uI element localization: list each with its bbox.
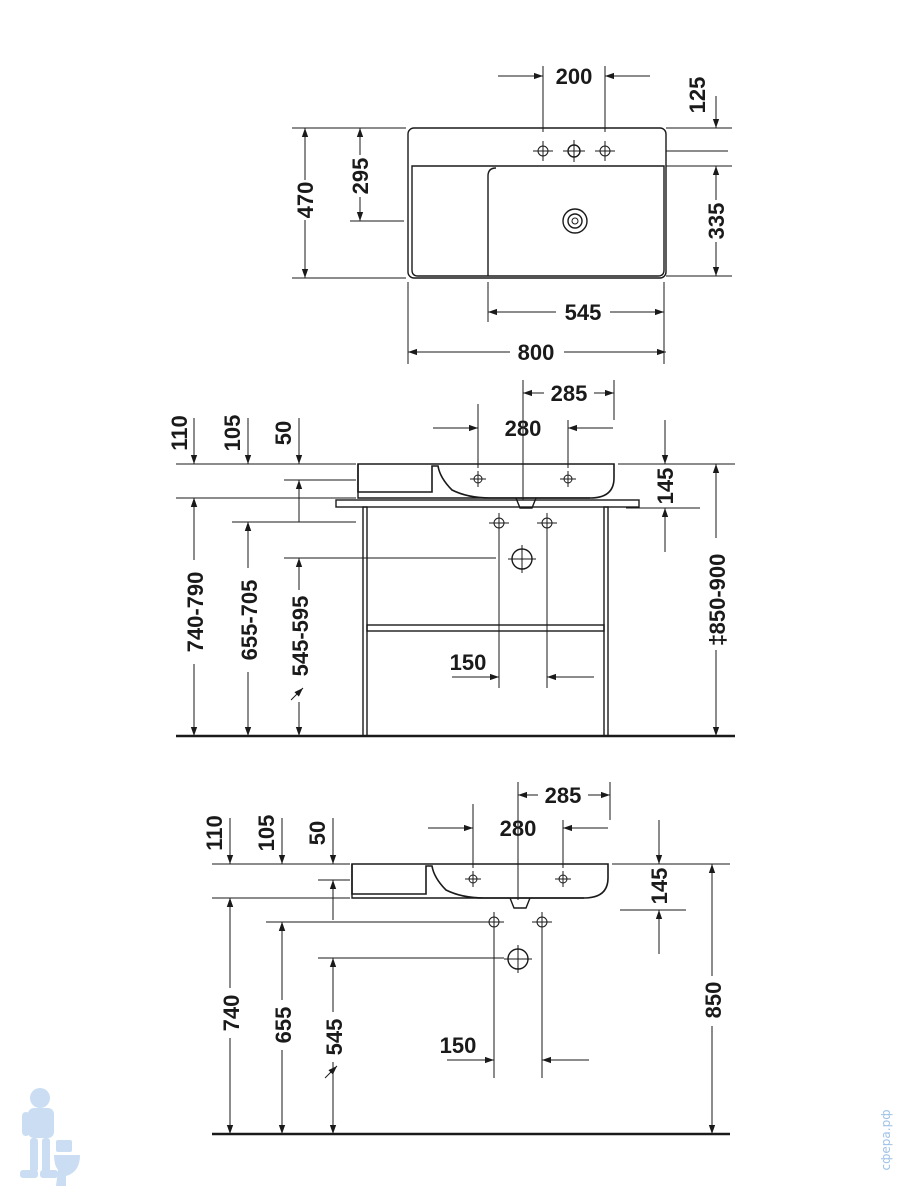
dim-655: 655 — [271, 1007, 296, 1044]
tap-hole-left-icon — [465, 871, 481, 887]
waste-outlet-icon — [504, 945, 532, 973]
dim-200: 200 — [556, 64, 593, 89]
dim-50: 50 — [305, 821, 330, 845]
tap-hole-right-icon — [560, 471, 576, 487]
supply-right-icon — [532, 912, 552, 932]
supply-right-icon — [537, 513, 557, 533]
console-shelf — [335, 499, 640, 508]
top-view: 200 125 470 295 335 545 800 — [292, 64, 732, 365]
tap-hole-left-icon — [533, 141, 553, 161]
dim-280: 280 — [505, 416, 542, 441]
supply-left-icon — [489, 513, 509, 533]
dim-285: 285 — [545, 783, 582, 808]
washbasin-outline-top — [407, 127, 667, 279]
dim-145: 145 — [647, 868, 672, 905]
washbasin-side-wall — [351, 863, 609, 899]
dim-150: 150 — [450, 650, 487, 675]
dim-545: 545 — [565, 300, 602, 325]
dim-545: 545 — [322, 1019, 347, 1056]
dim-110: 110 — [167, 415, 192, 451]
shelf-divider — [487, 167, 497, 276]
height-adjust-marker: ‡ — [705, 634, 730, 646]
console-leg-left — [362, 506, 368, 737]
dim-50: 50 — [271, 421, 296, 445]
dim-335: 335 — [704, 203, 729, 240]
dim-850-900: 850-900 — [705, 554, 730, 635]
dim-740-790: 740-790 — [183, 572, 208, 653]
dim-800: 800 — [518, 340, 555, 365]
wall-view: 285 280 110 105 50 145 850 740 655 — [202, 782, 730, 1136]
waste-outlet-icon — [508, 545, 536, 573]
dim-125: 125 — [685, 77, 710, 114]
arrow-note-icon — [324, 1065, 338, 1079]
drain-icon — [562, 208, 588, 234]
arrow-note-icon — [290, 687, 304, 701]
plumber-mascot-icon — [20, 1088, 80, 1186]
stand-view: 285 280 110 105 50 145 850-900 ‡ 740-790 — [167, 380, 735, 738]
dim-110: 110 — [202, 815, 227, 851]
dim-105: 105 — [220, 415, 245, 452]
dim-655-705: 655-705 — [237, 580, 262, 661]
dim-285: 285 — [551, 381, 588, 406]
dim-295: 295 — [348, 158, 373, 195]
console-leg-right — [603, 506, 609, 737]
dim-105: 105 — [254, 815, 279, 852]
dim-740: 740 — [219, 995, 244, 1032]
watermark-text: сфера.рф — [879, 1110, 893, 1171]
dim-850: 850 — [701, 982, 726, 1019]
tap-hole-right-icon — [555, 871, 571, 887]
basin-bowl-outline — [411, 165, 665, 277]
tap-hole-left-icon — [470, 471, 486, 487]
dim-280: 280 — [500, 816, 537, 841]
dim-470: 470 — [293, 182, 318, 219]
tap-hole-center-icon — [563, 140, 585, 162]
washbasin-side-stand — [357, 463, 615, 499]
dim-145: 145 — [653, 468, 678, 505]
tap-hole-right-icon — [595, 141, 615, 161]
console-crossbar — [366, 624, 605, 632]
dim-545-595: 545-595 — [288, 596, 313, 677]
dim-150: 150 — [440, 1033, 477, 1058]
